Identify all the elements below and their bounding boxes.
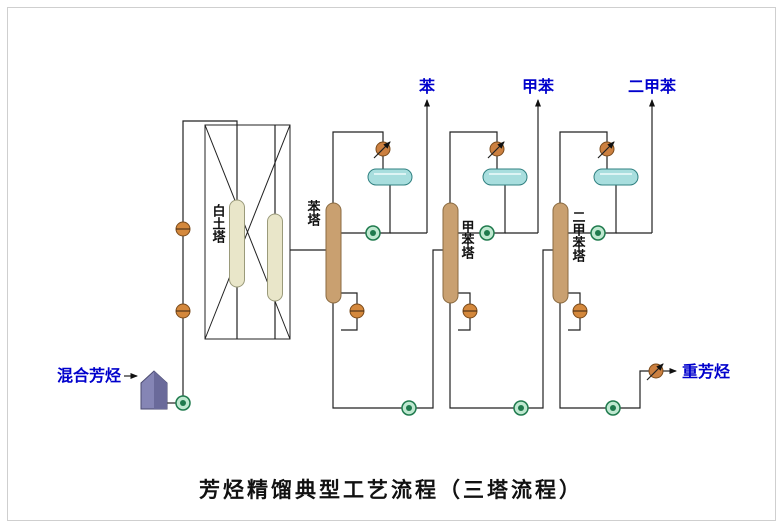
pipe-segment — [559, 131, 608, 203]
clay-tower-vessel-2 — [267, 213, 283, 302]
xylene-overhead-valve — [597, 141, 615, 159]
xylene-stream-label: 二甲苯 — [628, 77, 677, 96]
image-border — [7, 7, 776, 521]
toluene-stream-label: 甲苯 — [522, 77, 555, 96]
heavy-aromatics-stream-label: 重芳烃 — [682, 362, 730, 381]
toluene-condenser-drum — [482, 168, 528, 186]
xylene-reboiler — [572, 303, 588, 319]
toluene-reflux-pump — [479, 225, 495, 241]
xylene-bottoms-pump — [605, 400, 621, 416]
diagram-title: 芳烃精馏典型工艺流程（三塔流程） — [199, 478, 583, 502]
benzene-bottoms-pump — [401, 400, 417, 416]
feed-hopper — [140, 370, 168, 410]
feed-preheater-2 — [175, 303, 191, 319]
toluene-reboiler — [462, 303, 478, 319]
feed-hopper-shade — [154, 371, 167, 409]
benzene-reflux-pump — [365, 225, 381, 241]
benzene-overhead-valve — [373, 141, 391, 159]
feed-pump — [175, 395, 191, 411]
pipe-segment — [332, 249, 443, 409]
toluene-bottoms-pump — [513, 400, 529, 416]
heat-exchangers — [175, 221, 588, 319]
control-valves — [373, 141, 664, 381]
clay-tower-label: 白土塔 — [211, 203, 226, 243]
clay-box-cross-lines — [204, 124, 291, 340]
xylene-column-label: 二甲苯塔 — [571, 210, 587, 262]
pipe-segment — [449, 249, 553, 409]
clay-tower-vessel-1 — [229, 199, 245, 288]
benzene-condenser-drum — [367, 168, 413, 186]
toluene-column-label: 甲苯塔 — [460, 220, 476, 259]
pipe-segment — [559, 303, 649, 409]
pipe-network — [124, 99, 677, 409]
xylene-reflux-pump — [590, 225, 606, 241]
pipe-segment — [182, 120, 238, 396]
condenser-drums — [367, 168, 639, 186]
toluene-column-vessel — [442, 202, 459, 304]
pipe-segment — [332, 131, 384, 203]
heavy-aromatics-valve — [646, 363, 664, 381]
pipe-segment — [236, 125, 276, 339]
clay-box — [204, 124, 291, 340]
pipe-segment — [449, 131, 498, 203]
toluene-overhead-valve — [487, 141, 505, 159]
xylene-condenser-drum — [593, 168, 639, 186]
benzene-column-vessel — [325, 202, 342, 304]
pipe-segment — [341, 185, 391, 234]
feed-stream-label: 混合芳烃 — [57, 366, 121, 385]
benzene-column-label: 苯塔 — [306, 199, 322, 226]
benzene-stream-label: 苯 — [418, 77, 436, 96]
benzene-reboiler — [349, 303, 365, 319]
clay-tower-unit: 白土塔 — [204, 124, 291, 340]
xylene-column-vessel — [552, 202, 569, 304]
feed-preheater-1 — [175, 221, 191, 237]
pumps — [175, 225, 621, 416]
